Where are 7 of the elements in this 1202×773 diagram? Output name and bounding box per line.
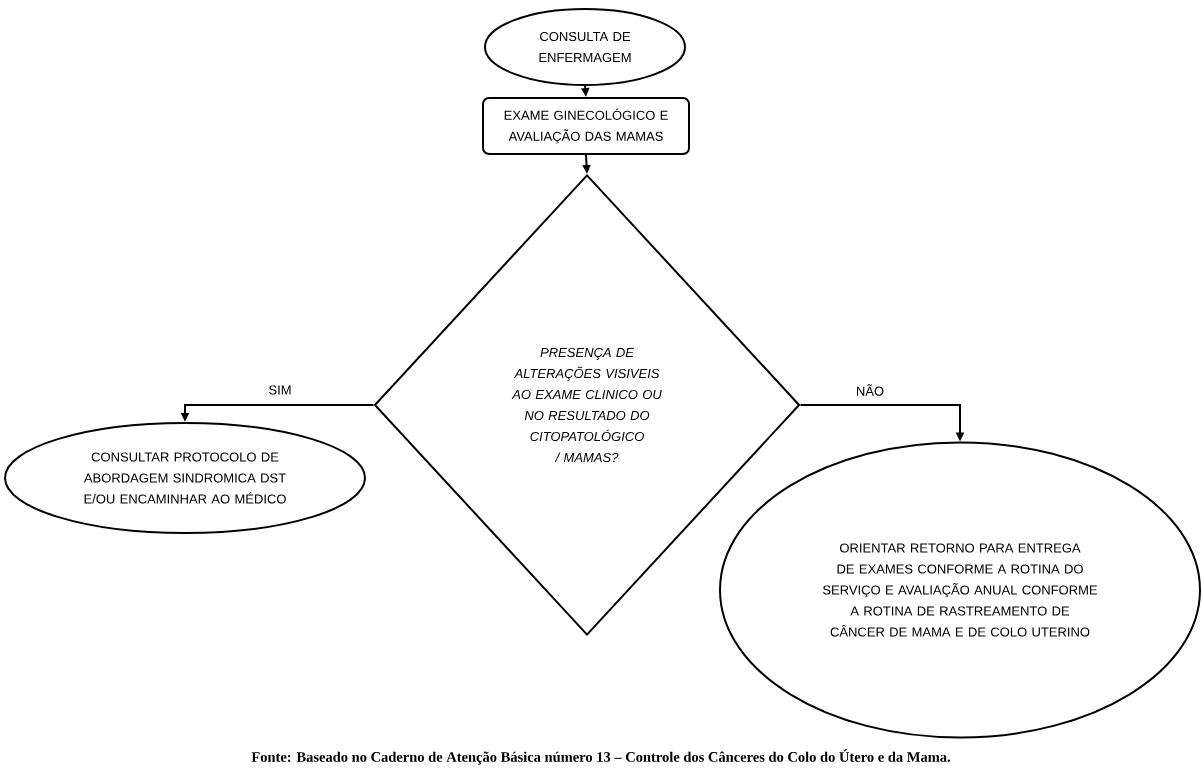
oval-node: ORIENTAR RETORNO PARA ENTREGA DE EXAMES CONFORME A ROTINA DO SERVIÇO E AVALIAÇÃO ANUAL CONFORME A ROTINA DE RASTREAMENTO DE CÂNCER DE MAMA E DE COLO UTERINO (719, 441, 1201, 739)
edge-label: SIM (266, 383, 294, 397)
edge-label: NÃO (853, 382, 887, 398)
caption: Fonte: Baseado no Caderno de Atenção Básica número 13 – Controle dos Cânceres do Colo do Útero e da Mama. (251, 749, 950, 765)
oval-node: CONSULTAR PROTOCOLO DE ABORDAGEM SINDROMICA DST E/OU ENCAMINHAR AO MÉDICO (4, 422, 366, 534)
process-box: EXAME GINECOLÓGICO E AVALIAÇÃO DAS MAMAS (482, 97, 690, 155)
oval-node: CONSULTA DE ENFERMAGEM (484, 8, 686, 86)
